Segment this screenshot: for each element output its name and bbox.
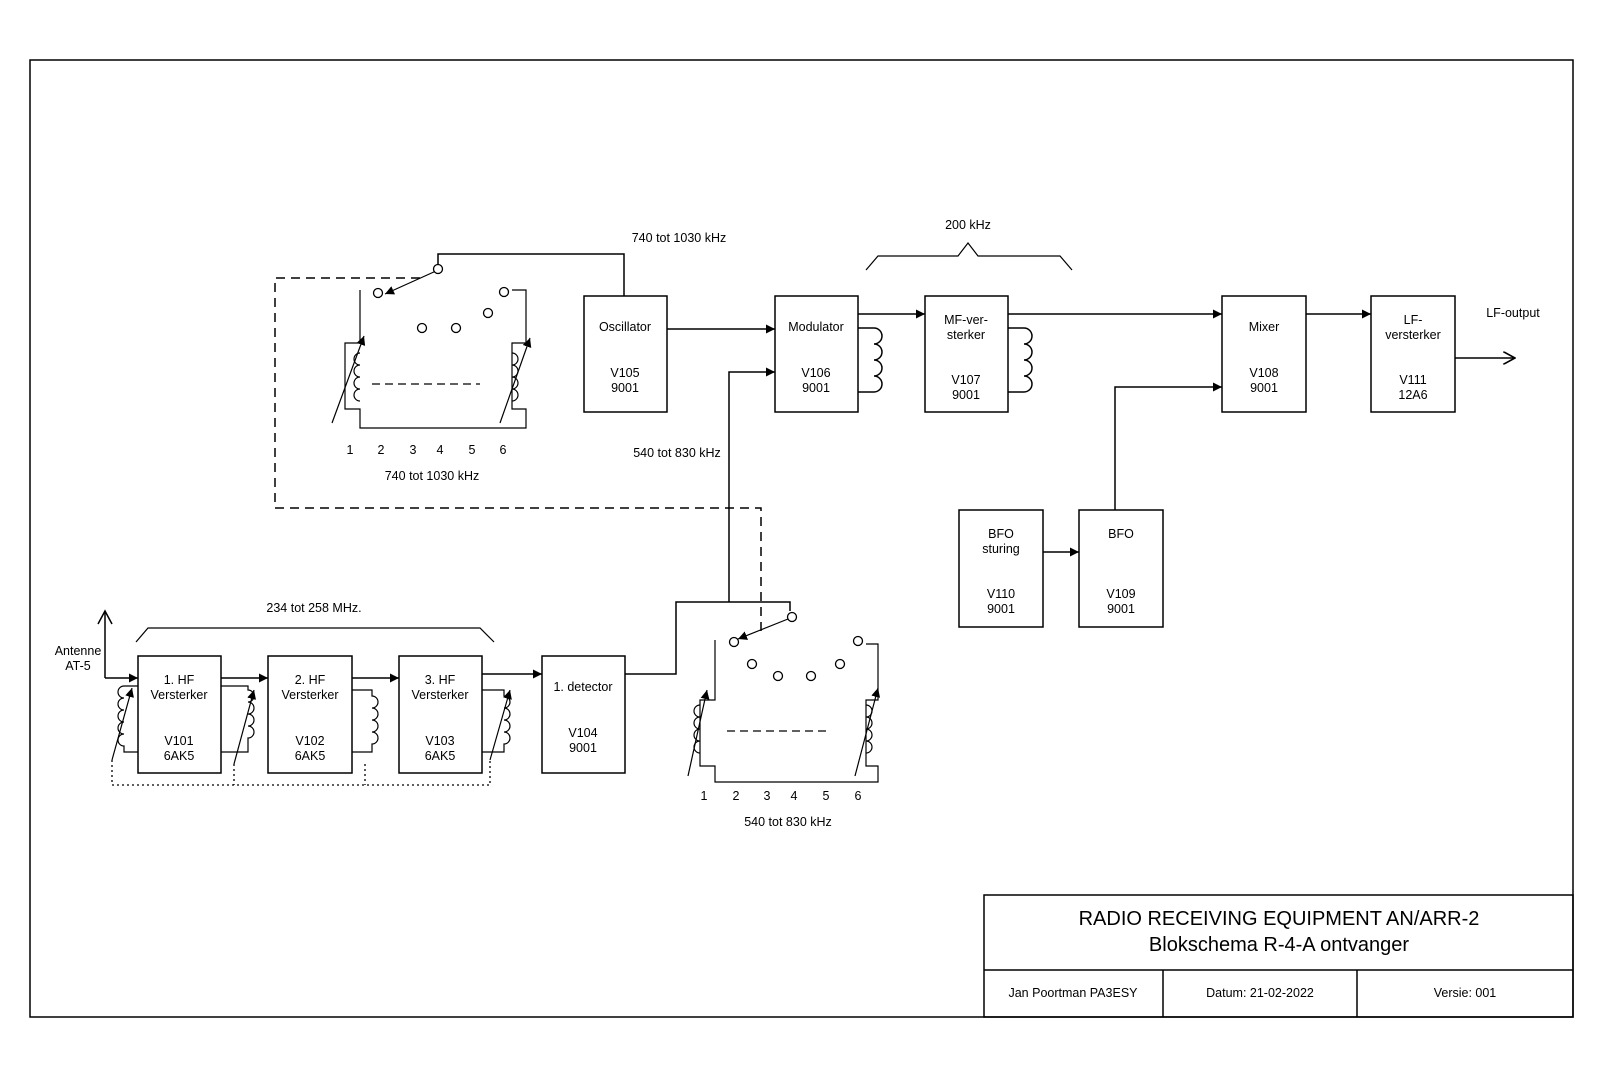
block-label: Versterker — [151, 688, 208, 702]
block-label: Mixer — [1249, 320, 1280, 334]
svg-text:2: 2 — [378, 443, 385, 457]
tube-label: 9001 — [569, 741, 597, 755]
det-switch-positions: 1 2 3 4 5 6 — [701, 789, 862, 803]
tube-label: 9001 — [1107, 602, 1135, 616]
title-block-version: Versie: 001 — [1434, 986, 1497, 1000]
title-block-author: Jan Poortman PA3ESY — [1008, 986, 1138, 1000]
svg-text:4: 4 — [437, 443, 444, 457]
hf-tuned-coils — [111, 685, 512, 786]
freq-label-if-bw: 200 kHz — [945, 218, 991, 232]
title-block-date: Datum: 21-02-2022 — [1206, 986, 1314, 1000]
svg-text:5: 5 — [823, 789, 830, 803]
antenna-label: AT-5 — [65, 659, 91, 673]
tube-label: 6AK5 — [164, 749, 195, 763]
tube-label: 9001 — [802, 381, 830, 395]
tube-label: V109 — [1106, 587, 1135, 601]
block-label: BFO — [988, 527, 1014, 541]
block-label: Modulator — [788, 320, 844, 334]
brace-hf-band — [135, 627, 495, 643]
tube-label: 9001 — [987, 602, 1015, 616]
block-label: LF- — [1404, 313, 1423, 327]
output-label: LF-output — [1486, 306, 1540, 320]
block-label: Versterker — [282, 688, 339, 702]
block-label: 3. HF — [425, 673, 456, 687]
svg-text:1: 1 — [347, 443, 354, 457]
tube-label: V108 — [1249, 366, 1278, 380]
block-label: sturing — [982, 542, 1020, 556]
block-oscillator: Oscillator V105 9001 — [583, 295, 668, 413]
brace-if-bandwidth — [865, 242, 1073, 271]
coil-modulator-output — [858, 327, 883, 393]
block-label: MF-ver- — [944, 313, 988, 327]
svg-text:3: 3 — [764, 789, 771, 803]
title-block: RADIO RECEIVING EQUIPMENT AN/ARR-2 Bloks… — [983, 894, 1574, 1018]
svg-text:6: 6 — [500, 443, 507, 457]
svg-text:5: 5 — [469, 443, 476, 457]
block-mixer: Mixer V108 9001 — [1221, 295, 1307, 413]
antenna-label: Antenne — [55, 644, 102, 658]
block-lf-versterker: LF- versterker V111 12A6 — [1370, 295, 1456, 413]
svg-text:6: 6 — [855, 789, 862, 803]
tube-label: 6AK5 — [425, 749, 456, 763]
title-block-subtitle: Blokschema R-4-A ontvanger — [1149, 934, 1409, 956]
detector-band-switch — [687, 611, 881, 783]
tube-label: 12A6 — [1398, 388, 1427, 402]
tube-label: V102 — [295, 734, 324, 748]
block-label: versterker — [1385, 328, 1441, 342]
tube-label: 6AK5 — [295, 749, 326, 763]
block-modulator: Modulator V106 9001 — [774, 295, 859, 413]
svg-text:4: 4 — [791, 789, 798, 803]
block-label: BFO — [1108, 527, 1134, 541]
block-label: 1. detector — [553, 680, 612, 694]
tube-label: V105 — [610, 366, 639, 380]
tube-label: V111 — [1399, 373, 1426, 387]
block-bfo-sturing: BFO sturing V110 9001 — [958, 509, 1044, 628]
block-detector: 1. detector V104 9001 — [541, 655, 626, 774]
freq-label-osc-top: 740 tot 1030 kHz — [632, 231, 727, 245]
block-label: Versterker — [412, 688, 469, 702]
block-hf1: 1. HF Versterker V101 6AK5 — [137, 655, 222, 774]
oscillator-band-switch — [331, 263, 532, 429]
tube-label: V107 — [951, 373, 980, 387]
tube-label: V110 — [987, 587, 1015, 601]
coil-mf-output — [1008, 327, 1033, 393]
block-label: 1. HF — [164, 673, 195, 687]
title-block-title: RADIO RECEIVING EQUIPMENT AN/ARR-2 — [1079, 908, 1480, 930]
tube-label: 9001 — [952, 388, 980, 402]
tube-label: V101 — [164, 734, 193, 748]
freq-label-det-switch: 540 tot 830 kHz — [744, 815, 832, 829]
osc-switch-positions: 1 2 3 4 5 6 — [347, 443, 507, 457]
tube-label: V106 — [801, 366, 830, 380]
svg-text:2: 2 — [733, 789, 740, 803]
block-bfo: BFO V109 9001 — [1078, 509, 1164, 628]
svg-text:1: 1 — [701, 789, 708, 803]
block-hf3: 3. HF Versterker V103 6AK5 — [398, 655, 483, 774]
block-label: Oscillator — [599, 320, 651, 334]
freq-label-osc-switch: 740 tot 1030 kHz — [385, 469, 480, 483]
signal-connections — [97, 253, 1515, 683]
tube-label: V104 — [568, 726, 597, 740]
tube-label: V103 — [425, 734, 454, 748]
drawing-frame — [29, 59, 1574, 1018]
tube-label: 9001 — [1250, 381, 1278, 395]
block-mf-versterker: MF-ver- sterker V107 9001 — [924, 295, 1009, 413]
block-hf2: 2. HF Versterker V102 6AK5 — [267, 655, 353, 774]
block-label: 2. HF — [295, 673, 326, 687]
gang-link — [274, 277, 762, 632]
block-label: sterker — [947, 328, 985, 342]
freq-label-det-input: 540 tot 830 kHz — [633, 446, 721, 460]
tube-label: 9001 — [611, 381, 639, 395]
svg-text:3: 3 — [410, 443, 417, 457]
freq-label-hf-band: 234 tot 258 MHz. — [266, 601, 361, 615]
